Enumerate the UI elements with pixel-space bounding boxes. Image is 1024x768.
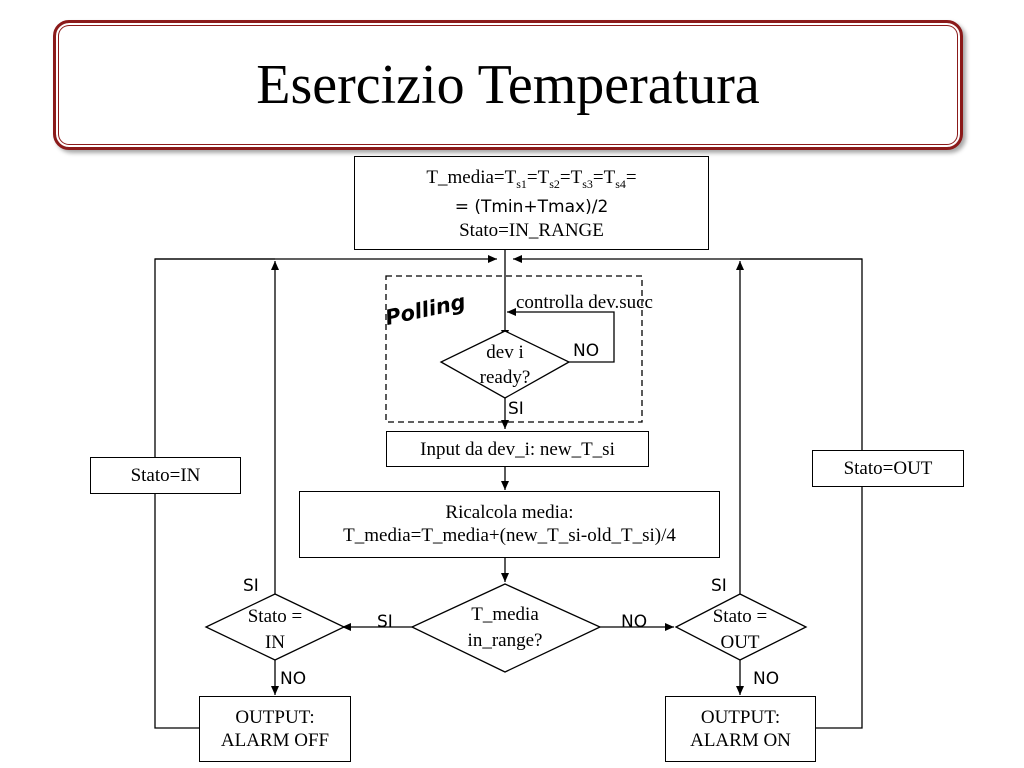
- stato-out-line2: OUT: [720, 632, 760, 653]
- loop-right-outer: [740, 258, 863, 729]
- title-banner: Esercizio Temperatura: [53, 20, 963, 150]
- dev-si-label: SI: [508, 399, 524, 419]
- in-range-line1: T_media: [471, 604, 539, 625]
- dev-no-label: NO: [573, 341, 600, 361]
- input-box: Input da dev_i: new_T_si: [386, 431, 649, 467]
- diamond-dev-ready: [439, 330, 571, 399]
- range-no-label: NO: [621, 612, 648, 632]
- alarm-on-line1: OUTPUT:: [700, 707, 781, 728]
- right-si-label: SI: [711, 576, 727, 596]
- controlla-label: controlla dev.succ: [516, 292, 653, 313]
- right-no-label: NO: [753, 669, 780, 689]
- init-line3: Stato=IN_RANGE: [459, 219, 604, 241]
- init-line2: = (Tmin+Tmax)/2: [454, 196, 609, 217]
- ricalcola-line1: Ricalcola media:: [445, 502, 574, 523]
- page-title: Esercizio Temperatura: [256, 54, 760, 116]
- stato-in-box: Stato=IN: [90, 457, 241, 494]
- diamond-stato-out: [674, 593, 808, 661]
- left-si-label: SI: [243, 576, 259, 596]
- diamond-in-range: [410, 583, 602, 673]
- stato-out-box: Stato=OUT: [812, 450, 964, 487]
- alarm-on-box: OUTPUT: ALARM ON: [665, 696, 816, 762]
- polling-region: [385, 275, 643, 423]
- alarm-off-line1: OUTPUT:: [235, 707, 315, 728]
- stato-in-line1: Stato =: [247, 606, 303, 627]
- ricalcola-line2: T_media=T_media+(new_T_si-old_T_si)/4: [343, 525, 676, 546]
- dev-ready-line2: ready?: [479, 367, 531, 388]
- init-line1: T_media=Ts1=Ts2=Ts3=Ts4=: [426, 167, 637, 191]
- dev-ready-line1: dev i: [486, 342, 524, 363]
- in-range-line2: in_range?: [467, 630, 543, 651]
- diamond-stato-in: [204, 593, 346, 661]
- arrow-no-loop: [507, 308, 615, 363]
- ricalcola-box: Ricalcola media: T_media=T_media+(new_T_…: [299, 491, 720, 558]
- left-no-label: NO: [280, 669, 307, 689]
- alarm-off-line2: ALARM OFF: [220, 730, 330, 751]
- stato-in-line2: IN: [264, 632, 286, 653]
- init-box: T_media=Ts1=Ts2=Ts3=Ts4= = (Tmin+Tmax)/2…: [354, 156, 709, 250]
- alarm-off-box: OUTPUT: ALARM OFF: [199, 696, 351, 762]
- range-si-label: SI: [377, 612, 393, 632]
- stato-out-line1: Stato =: [712, 606, 768, 627]
- alarm-on-line2: ALARM ON: [690, 730, 791, 751]
